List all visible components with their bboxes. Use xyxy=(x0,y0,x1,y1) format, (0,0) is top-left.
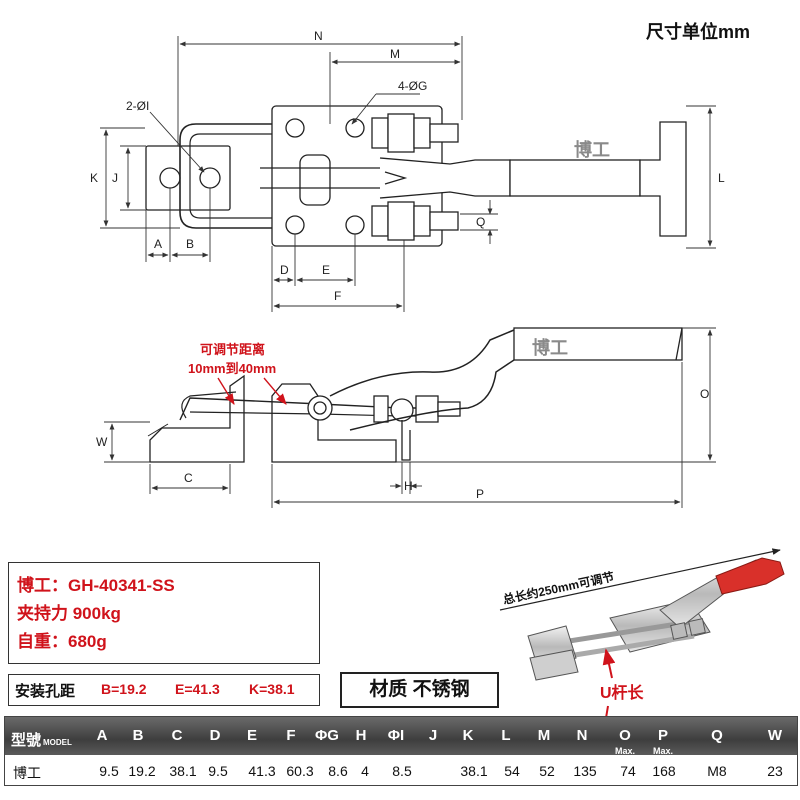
value-e: 41.3 xyxy=(248,763,276,779)
value-l: 54 xyxy=(504,763,520,779)
value-f: 60.3 xyxy=(286,763,314,779)
header-l: L xyxy=(501,727,511,744)
watermark-side: 博工 xyxy=(532,337,568,358)
dim-j: J xyxy=(112,171,118,185)
header-b: B xyxy=(132,727,144,744)
dim-l: L xyxy=(718,171,725,185)
mount-k: K=38.1 xyxy=(249,681,295,697)
dim-f: F xyxy=(334,289,341,303)
max-note: Max. xyxy=(652,746,673,756)
dimension-labels: N M 4-ØG 2-ØI K J A B D E F L Q W C H P … xyxy=(90,29,725,501)
header-j: J xyxy=(428,727,438,744)
header-w: W xyxy=(767,727,783,744)
dim-b: B xyxy=(186,237,194,251)
mount-title: 安装孔距 xyxy=(15,683,76,700)
header-d: D xyxy=(209,727,221,744)
dim-h: H xyxy=(404,479,413,493)
product-info-box: 博工：GH-40341-SS 夹持力 900kg 自重：680g xyxy=(8,562,320,664)
dim-c: C xyxy=(184,471,193,485)
value-q: M8 xyxy=(707,763,727,779)
dim-a: A xyxy=(154,237,162,251)
top-dimensions xyxy=(100,36,716,312)
header-e: E xyxy=(246,727,257,744)
header-h: H xyxy=(355,727,367,744)
header-m: M xyxy=(537,727,551,744)
header-k: K xyxy=(462,727,474,744)
watermark-top: 博工 xyxy=(574,139,610,160)
adjust-arrows xyxy=(217,377,287,405)
value-n: 135 xyxy=(573,763,597,779)
dim-k: K xyxy=(90,171,98,185)
value-h: 4 xyxy=(361,763,369,779)
brand-model: 博工：GH-40341-SS xyxy=(17,576,175,595)
value-m: 52 xyxy=(539,763,555,779)
dim-4g: 4-ØG xyxy=(398,79,427,93)
value-c: 38.1 xyxy=(169,763,197,779)
mount-b: B=19.2 xyxy=(101,681,147,697)
dim-2i: 2-ØI xyxy=(126,99,149,113)
value-d: 9.5 xyxy=(208,763,228,779)
header-f: F xyxy=(286,727,296,744)
length-note: 总长约250mm可调节 xyxy=(502,569,616,607)
dim-q: Q xyxy=(476,215,485,229)
header-n: N xyxy=(576,727,588,744)
dim-o: O xyxy=(700,387,709,401)
side-dimensions xyxy=(104,327,716,508)
value-k: 38.1 xyxy=(460,763,488,779)
unit-note: 尺寸单位mm xyxy=(646,22,751,42)
dim-e: E xyxy=(322,263,330,277)
dim-w: W xyxy=(96,435,108,449)
side-view xyxy=(147,327,683,463)
u-rod-label: U杆长 xyxy=(600,683,645,702)
max-note: Max. xyxy=(614,746,635,756)
header-phii: ΦI xyxy=(387,727,405,744)
value-w: 23 xyxy=(767,763,783,779)
clamp-force: 夹持力 900kg xyxy=(17,604,121,623)
top-view xyxy=(145,105,687,247)
header-c: C xyxy=(171,727,183,744)
adjust-note-line1: 可调节距离 xyxy=(200,342,265,357)
mounting-hole-box: 安装孔距 B=19.2 E=41.3 K=38.1 xyxy=(8,674,320,706)
product-photo: 总长约250mm可调节 U杆长 xyxy=(499,548,785,720)
row-label: 博工 xyxy=(13,765,41,781)
value-b: 19.2 xyxy=(128,763,156,779)
value-phii: 8.5 xyxy=(392,763,412,779)
self-weight: 自重：680g xyxy=(17,632,107,651)
value-a: 9.5 xyxy=(99,763,119,779)
value-phig: 8.6 xyxy=(328,763,348,779)
dim-n: N xyxy=(314,29,323,43)
header-a: A xyxy=(96,727,108,744)
material-badge: 材质 不锈钢 xyxy=(340,672,499,708)
header-q: Q xyxy=(711,727,723,744)
dim-m: M xyxy=(390,47,400,61)
latch-plate xyxy=(145,145,231,211)
mount-e: E=41.3 xyxy=(175,681,220,697)
dim-p: P xyxy=(476,487,484,501)
dim-d: D xyxy=(280,263,289,277)
header-phig: ΦG xyxy=(315,727,339,744)
value-p: 168 xyxy=(652,763,676,779)
technical-drawing: N M 4-ØG 2-ØI K J A B D E F L Q W C H P … xyxy=(90,29,725,508)
value-o: 74 xyxy=(620,763,636,779)
adjust-note-line2: 10mm到40mm xyxy=(188,361,276,376)
